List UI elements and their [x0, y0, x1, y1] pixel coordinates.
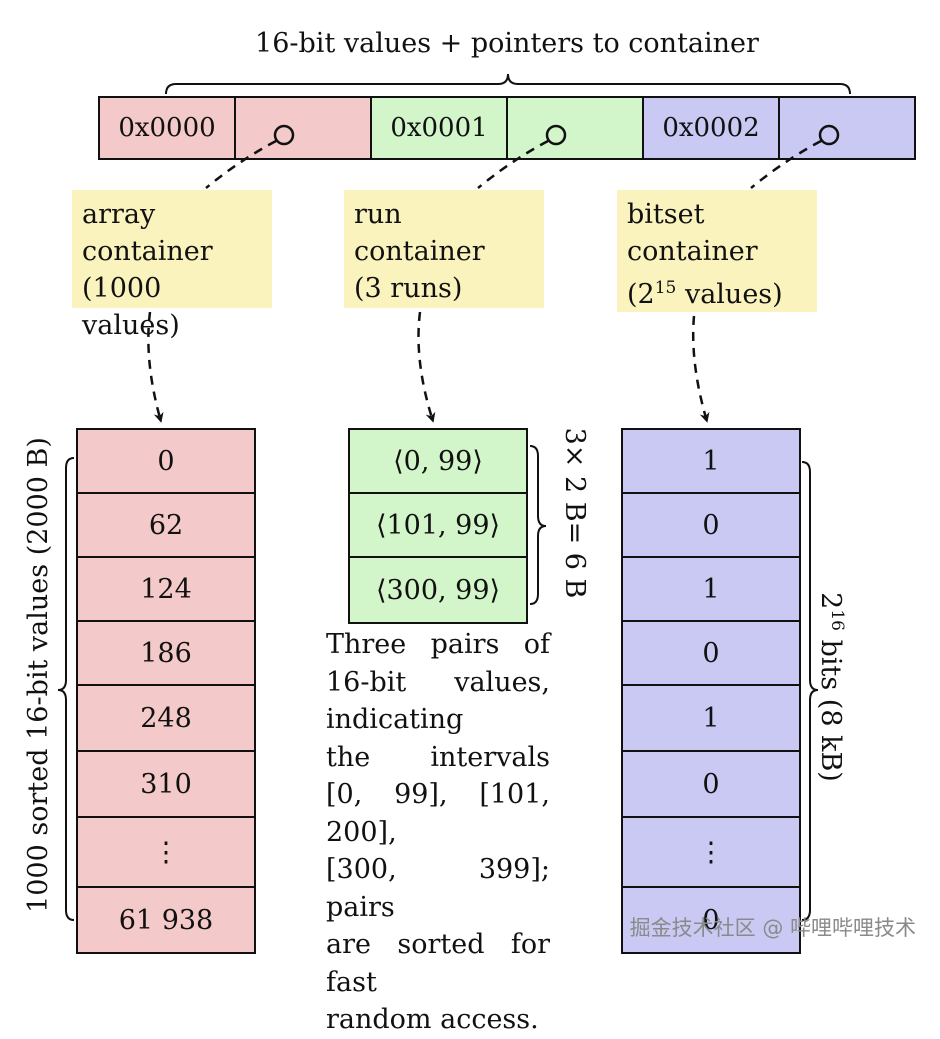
description-line: Three pairs of	[326, 629, 550, 660]
array-value: 186	[140, 637, 192, 669]
bit-cell: 0	[621, 620, 801, 686]
bit-cell: 1	[621, 428, 801, 494]
bit-value: 1	[702, 445, 720, 477]
bit-cell: ⋮	[621, 816, 801, 888]
run-value: ⟨0, 99⟩	[393, 445, 483, 477]
bit-value: 0	[702, 768, 720, 800]
description-line: 16-bit values,	[326, 666, 550, 698]
description-line: the intervals	[326, 741, 550, 773]
array-value: 0	[157, 445, 175, 477]
bit-value: 1	[702, 702, 720, 734]
top-brace	[165, 73, 851, 95]
run-cell: ⟨300, 99⟩	[348, 556, 528, 624]
description-line: random access.	[326, 1004, 539, 1035]
array-value: ⋮	[152, 836, 180, 868]
note-line: array	[82, 199, 156, 230]
bitset-brace	[801, 461, 819, 921]
bit-cell: 1	[621, 556, 801, 622]
bit-cell: 0	[621, 886, 801, 954]
run-value: ⟨101, 99⟩	[375, 509, 501, 541]
note-array-container: array container (1000 values)	[72, 190, 272, 341]
pointer-cell-run	[506, 96, 644, 160]
bit-value: 0	[702, 637, 720, 669]
pointer-line-run	[477, 139, 549, 189]
array-value-cell: 62	[76, 492, 256, 558]
note-line: container	[82, 236, 213, 267]
key-cell-0x0000: 0x0000	[98, 96, 236, 160]
array-value-cell: 0	[76, 428, 256, 494]
bit-value: 1	[702, 573, 720, 605]
pointer-circle-array	[273, 124, 295, 146]
run-brace	[529, 445, 547, 605]
array-value-cell: 61 938	[76, 886, 256, 954]
arrow-run	[417, 311, 436, 423]
array-value: 248	[140, 702, 192, 734]
arrow-bitset	[691, 315, 710, 423]
run-value: ⟨300, 99⟩	[375, 574, 501, 606]
key-label: 0x0002	[662, 113, 760, 143]
array-value: 124	[140, 573, 192, 605]
diagram-title: 16-bit values + pointers to container	[255, 28, 759, 59]
watermark-text: 掘金技术社区 @ 哔哩哔哩技术	[629, 916, 916, 940]
array-value: 310	[140, 768, 192, 800]
bit-value: ⋮	[697, 836, 725, 868]
description-line: indicating	[326, 704, 464, 735]
note-line: (3 runs)	[354, 273, 463, 304]
bit-value: 0	[702, 509, 720, 541]
note-line: container	[354, 236, 485, 267]
array-value-cell: 310	[76, 750, 256, 818]
run-cell: ⟨0, 99⟩	[348, 428, 528, 494]
pointer-circle-run	[545, 124, 567, 146]
array-value: 62	[148, 509, 184, 541]
key-label: 0x0000	[118, 113, 216, 143]
note-line: (215 values)	[627, 270, 807, 313]
array-value-cell: ⋮	[76, 816, 256, 888]
pointer-line-array	[205, 139, 277, 189]
array-value-cell: 186	[76, 620, 256, 686]
pointer-line-bitset	[750, 139, 822, 189]
description-line: [0, 99], [101, 200],	[326, 779, 550, 848]
superscript: 15	[654, 278, 677, 298]
note-line: (1000 values)	[82, 273, 180, 341]
pointer-circle-bitset	[818, 124, 840, 146]
note-bitset-container: bitset container (215 values)	[617, 190, 817, 312]
note-text: (2	[627, 279, 655, 310]
key-label: 0x0001	[390, 113, 488, 143]
note-line: container	[627, 236, 758, 267]
bit-value: 0	[702, 904, 720, 936]
bit-cell: 0	[621, 492, 801, 558]
note-text: values)	[676, 279, 783, 310]
run-cell: ⟨101, 99⟩	[348, 492, 528, 558]
array-value-cell: 124	[76, 556, 256, 622]
array-value: 61 938	[118, 904, 214, 936]
note-line: run	[354, 199, 402, 230]
connector-overlay	[57, 73, 851, 921]
key-cell-0x0001: 0x0001	[370, 96, 508, 160]
run-description: Three pairs of 16-bit values, indicating…	[326, 626, 550, 1039]
description-line: [300, 399]; pairs	[326, 854, 550, 923]
pointer-cell-bitset	[778, 96, 916, 160]
arrow-array	[147, 311, 164, 423]
note-line: bitset	[627, 199, 705, 230]
key-cell-0x0002: 0x0002	[642, 96, 780, 160]
array-brace	[57, 457, 75, 921]
bit-cell: 1	[621, 684, 801, 752]
note-run-container: run container (3 runs)	[344, 190, 544, 308]
